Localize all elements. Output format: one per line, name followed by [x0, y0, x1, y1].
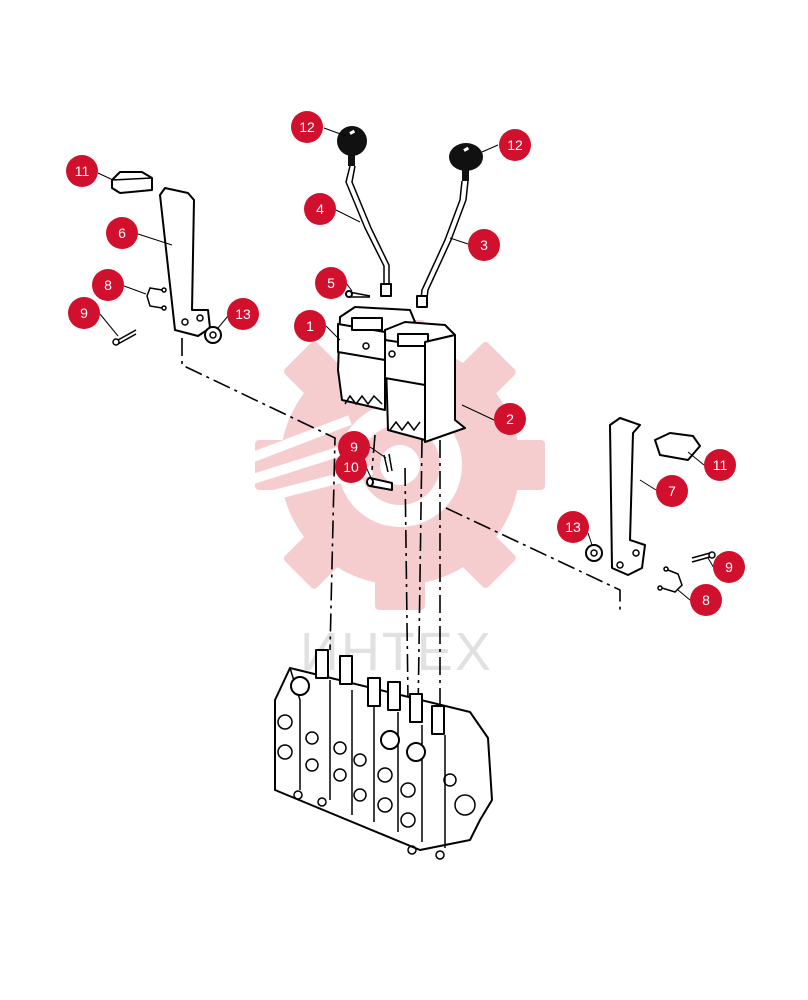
lever-rod-left [345, 165, 392, 297]
cap-11-left [111, 171, 153, 194]
assembly-centerlines [181, 338, 621, 716]
svg-text:2: 2 [506, 411, 514, 427]
svg-text:13: 13 [235, 306, 251, 322]
clip-8-left [146, 287, 167, 311]
svg-text:9: 9 [80, 305, 88, 321]
callout-6-bracket: 6 [106, 217, 138, 249]
svg-text:11: 11 [713, 457, 728, 473]
cotter-pin-9-center [383, 453, 393, 473]
lever-knob-right [449, 143, 483, 181]
callout-13-left-washer: 13 [227, 298, 259, 330]
callout-13-right-washer: 13 [557, 511, 589, 543]
pin-10 [366, 477, 393, 491]
callout-11-right-cap: 11 [704, 449, 736, 481]
callout-5-pin: 5 [315, 267, 347, 299]
control-valve-block [274, 649, 493, 860]
cotter-pin-9-right [691, 551, 716, 563]
svg-text:13: 13 [565, 519, 581, 535]
lever-housing-1 [337, 306, 416, 411]
lever-knob-left [337, 126, 367, 166]
callout-12-left-knob: 12 [291, 111, 323, 143]
callout-2-housing: 2 [494, 403, 526, 435]
svg-text:8: 8 [702, 592, 710, 608]
callout-11-left-cap: 11 [66, 155, 98, 187]
callout-leaders [97, 127, 715, 601]
callout-8-left-clip: 8 [92, 269, 124, 301]
svg-text:12: 12 [507, 137, 523, 153]
svg-text:4: 4 [316, 201, 324, 217]
bracket-7 [609, 417, 646, 576]
callout-10-pin: 10 [335, 451, 367, 483]
watermark-text: ИНТЕХ [300, 622, 493, 682]
callout-3-right-lever: 3 [468, 229, 500, 261]
lever-rod-right [416, 180, 469, 308]
cotter-pin-9-left [112, 329, 137, 346]
svg-text:11: 11 [75, 163, 90, 179]
svg-text:7: 7 [668, 483, 676, 499]
watermark-gear-logo: ИНТЕХ [238, 320, 545, 682]
callout-9-left-cotter: 9 [68, 297, 100, 329]
bracket-6 [159, 187, 211, 337]
callout-7-bracket: 7 [656, 475, 688, 507]
pin-5 [345, 290, 371, 298]
callout-12-right-knob: 12 [499, 129, 531, 161]
svg-text:5: 5 [327, 275, 335, 291]
callout-8-right-clip: 8 [690, 584, 722, 616]
clip-8-right [657, 566, 683, 593]
callout-4-left-lever: 4 [304, 193, 336, 225]
svg-text:3: 3 [480, 237, 488, 253]
washer-13-right [585, 544, 603, 562]
svg-text:12: 12 [299, 119, 315, 135]
svg-text:8: 8 [104, 277, 112, 293]
svg-text:1: 1 [306, 318, 314, 334]
washer-13-left [204, 326, 222, 344]
callout-1-housing: 1 [294, 310, 326, 342]
callout-9-right-cotter: 9 [713, 551, 745, 583]
callouts: 12 12 11 4 3 6 5 8 [66, 111, 745, 616]
lever-housing-2 [384, 321, 466, 443]
svg-text:6: 6 [118, 225, 126, 241]
svg-text:9: 9 [350, 439, 358, 455]
svg-text:10: 10 [343, 459, 359, 475]
svg-text:9: 9 [725, 559, 733, 575]
